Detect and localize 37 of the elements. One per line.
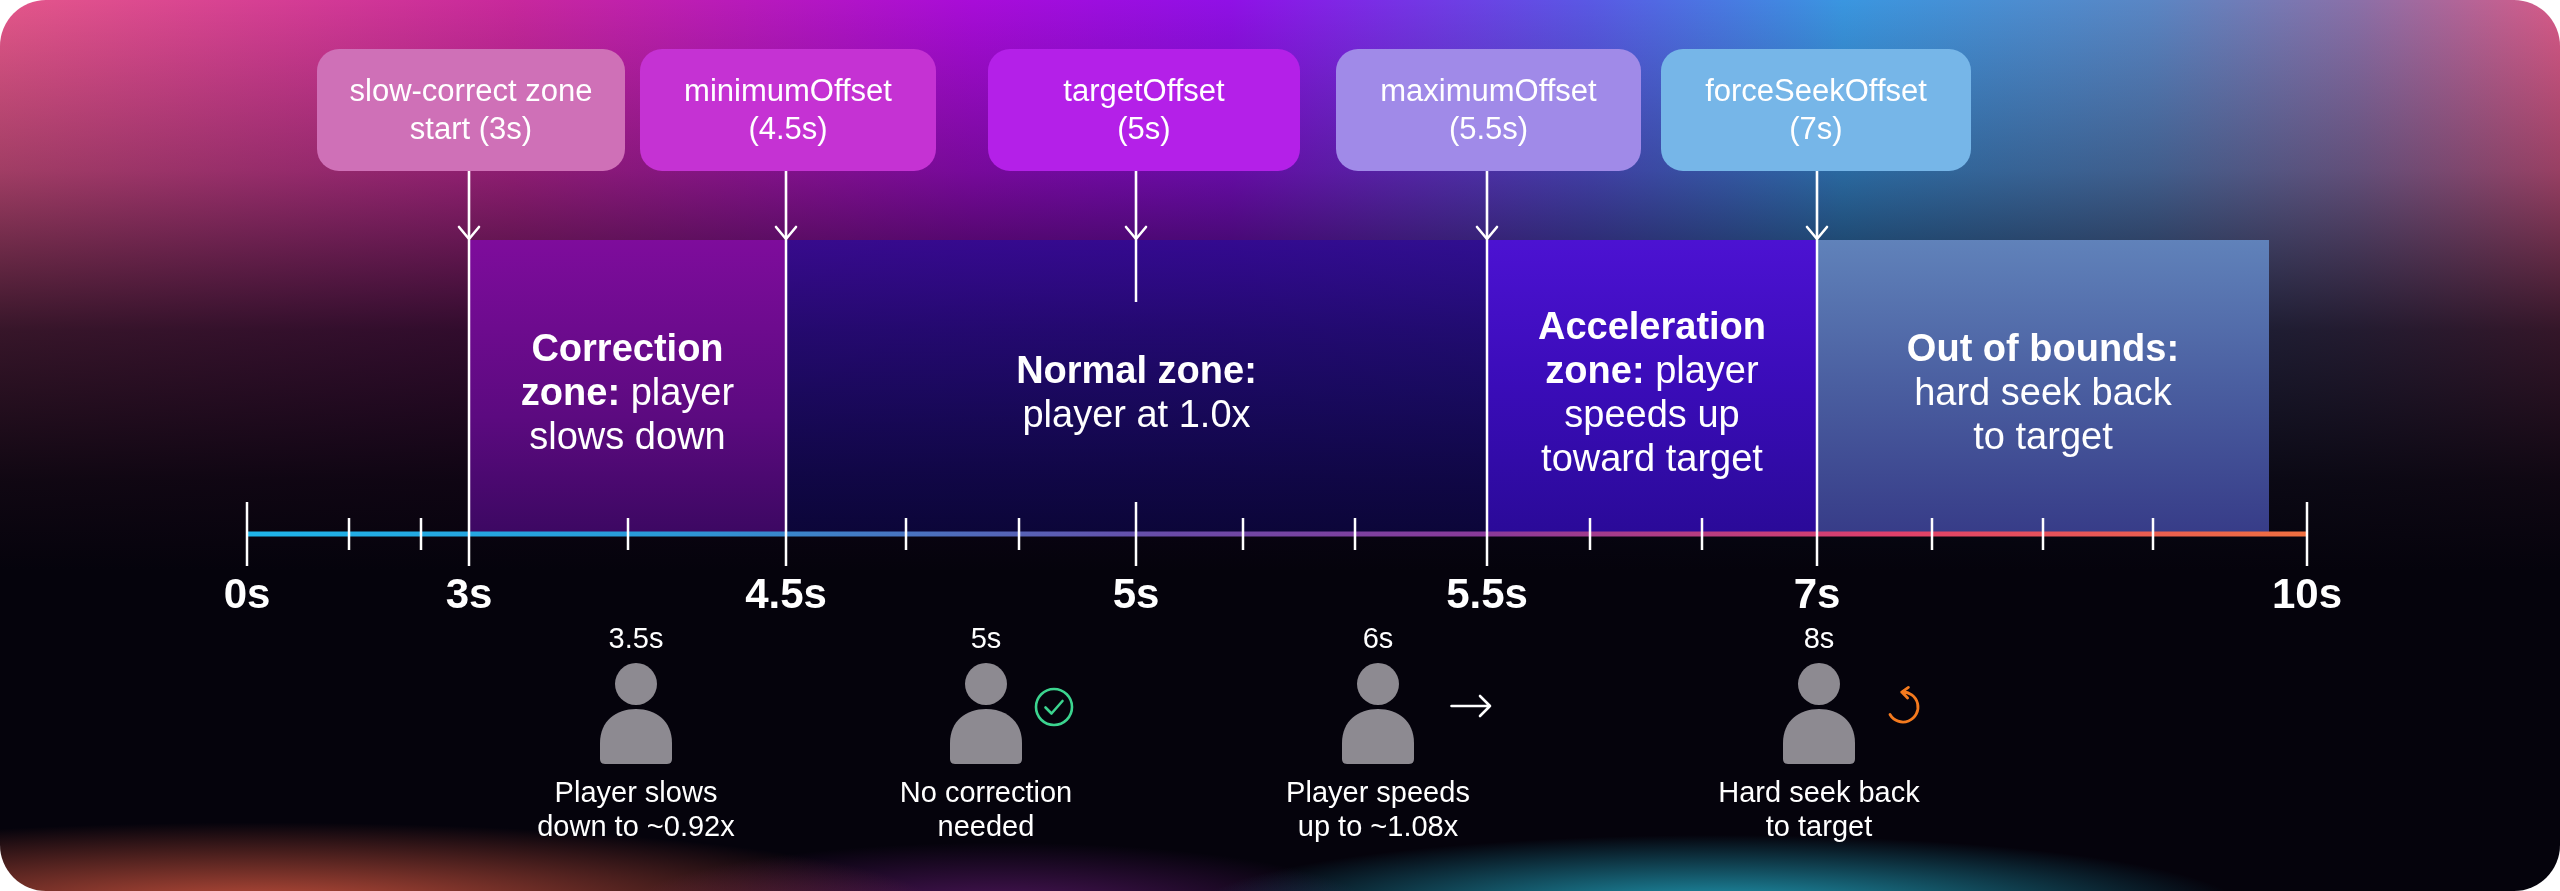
tick-label: 0s xyxy=(223,570,271,618)
arrow xyxy=(1475,169,1499,241)
zone-description: Normal zone: player at 1.0x xyxy=(1015,348,1258,436)
tick-label: 4.5s xyxy=(745,570,827,618)
person-icon xyxy=(1342,663,1414,764)
arrow xyxy=(774,169,798,241)
time-label: 6s xyxy=(1362,621,1394,656)
person-icon xyxy=(600,663,672,764)
time-label: 5s xyxy=(970,621,1002,656)
zone-band xyxy=(786,240,1487,534)
offset-callout: targetOffset (5s) xyxy=(988,49,1300,171)
caption-text: Player speeds up to ~1.08x xyxy=(1285,775,1471,843)
caption-text: Player slows down to ~0.92x xyxy=(536,775,736,843)
tick-label: 7s xyxy=(1793,570,1841,618)
zone-band xyxy=(1487,240,1817,534)
offset-callout: maximumOffset (5.5s) xyxy=(1336,49,1641,171)
arrow xyxy=(1124,169,1148,241)
person-icon xyxy=(1783,663,1855,764)
time-label: 3.5s xyxy=(608,621,664,656)
tick-label: 10s xyxy=(2271,570,2343,618)
caption-text: Hard seek back to target xyxy=(1717,775,1921,843)
offset-callout: slow-correct zone start (3s) xyxy=(317,49,625,171)
arrow xyxy=(1805,169,1829,241)
zone-description: Out of bounds: hard seek back to target xyxy=(1905,326,2181,458)
offset-callout: forceSeekOffset (7s) xyxy=(1661,49,1971,171)
tick-label: 5s xyxy=(1112,570,1160,618)
zone-description: Acceleration zone: player speeds up toward target xyxy=(1536,304,1768,480)
offset-callout: minimumOffset (4.5s) xyxy=(640,49,936,171)
tick-label: 5.5s xyxy=(1446,570,1528,618)
arrow xyxy=(457,169,481,241)
caption-text: No correction needed xyxy=(898,775,1074,843)
time-label: 8s xyxy=(1803,621,1835,656)
zone-band xyxy=(1817,240,2269,534)
person-icon xyxy=(950,663,1022,764)
zone-band xyxy=(469,240,786,534)
zone-description: Correction zone: player slows down xyxy=(519,326,736,458)
tick-label: 3s xyxy=(445,570,493,618)
